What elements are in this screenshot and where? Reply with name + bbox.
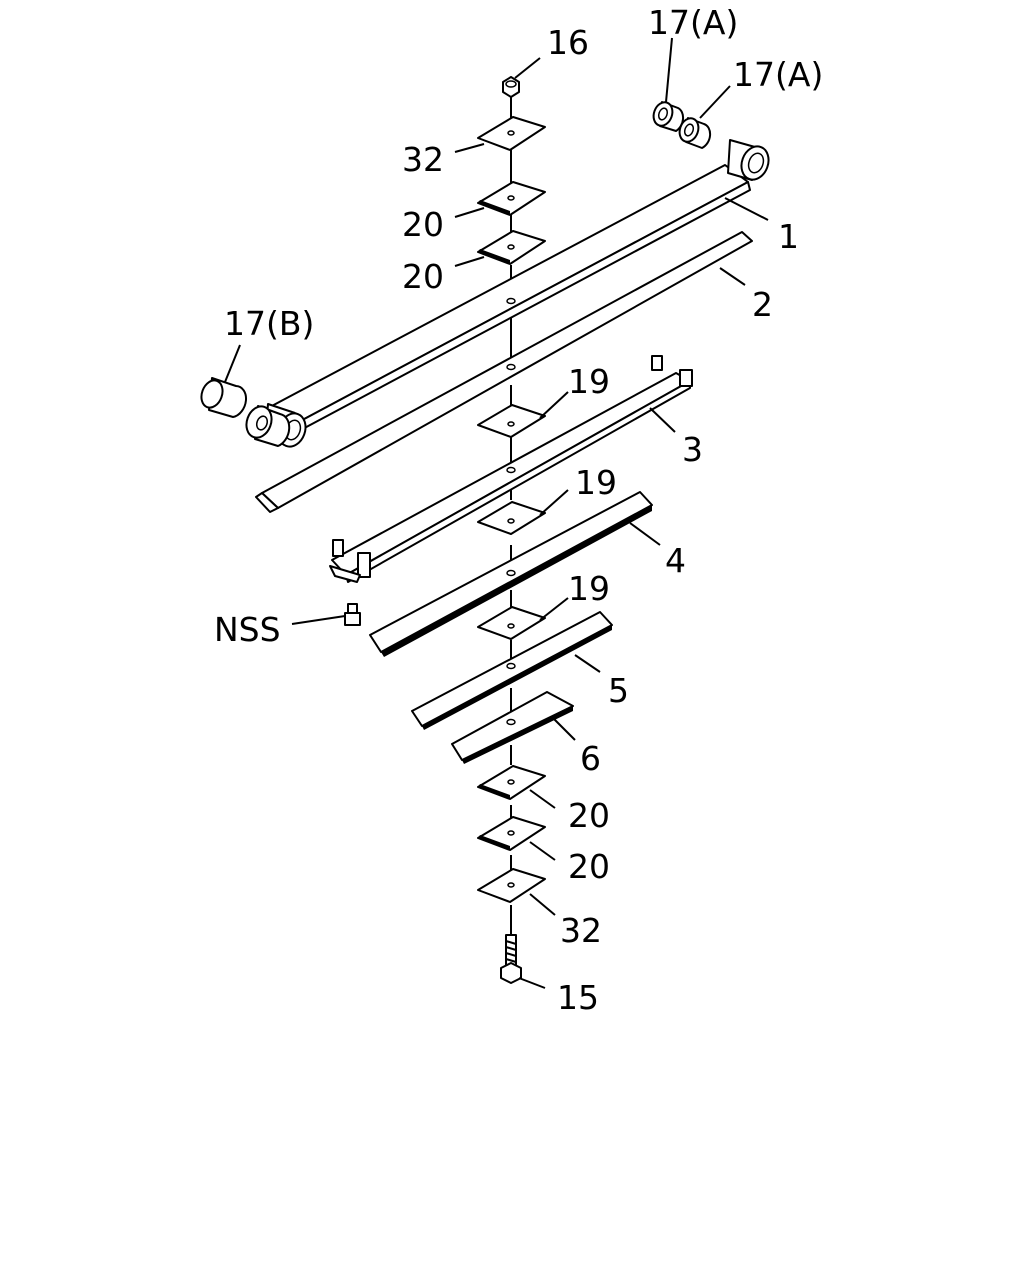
leaf-5[interactable] bbox=[411, 611, 613, 730]
plate-32-bottom[interactable] bbox=[477, 868, 546, 903]
plate-32-top[interactable] bbox=[477, 116, 546, 151]
label-17a-2: 17(A) bbox=[733, 55, 823, 94]
label-20-bottom-2: 20 bbox=[568, 847, 610, 886]
leaf-2[interactable] bbox=[255, 231, 753, 513]
label-2: 2 bbox=[752, 285, 773, 324]
bushing-17a-2[interactable] bbox=[676, 116, 712, 149]
label-17b: 17(B) bbox=[224, 304, 314, 343]
label-17a-1: 17(A) bbox=[648, 3, 738, 42]
label-3: 3 bbox=[682, 430, 703, 469]
pad-19-3[interactable] bbox=[477, 606, 546, 640]
label-19-1: 19 bbox=[568, 362, 610, 401]
bushing-17a-1[interactable] bbox=[650, 100, 685, 132]
plate-20-bottom-2[interactable] bbox=[477, 816, 546, 851]
label-20-top-1: 20 bbox=[402, 205, 444, 244]
center-bolt-icon[interactable] bbox=[500, 934, 522, 984]
plate-20-bottom-1[interactable] bbox=[477, 765, 546, 800]
label-1: 1 bbox=[778, 217, 799, 256]
label-6: 6 bbox=[580, 739, 601, 778]
label-32-bottom: 32 bbox=[560, 911, 602, 950]
leaf-3[interactable] bbox=[329, 355, 693, 583]
label-20-top-2: 20 bbox=[402, 257, 444, 296]
bushing-17b-2[interactable] bbox=[242, 403, 291, 447]
leader-lines bbox=[224, 37, 769, 989]
label-32-top: 32 bbox=[402, 140, 444, 179]
plate-20-top-1[interactable] bbox=[477, 181, 546, 216]
leaf-4[interactable] bbox=[369, 491, 653, 657]
bushing-icon bbox=[727, 139, 770, 181]
label-20-bottom-1: 20 bbox=[568, 796, 610, 835]
label-5: 5 bbox=[608, 671, 629, 710]
part-labels: 16 17(A) 17(A) 32 20 20 1 2 17(B) 19 3 1… bbox=[214, 3, 823, 1017]
leaf-6[interactable] bbox=[451, 691, 574, 764]
pad-19-1[interactable] bbox=[477, 404, 546, 438]
bushing-17b-1[interactable] bbox=[198, 377, 248, 418]
plate-20-top-2[interactable] bbox=[477, 230, 546, 265]
label-nss: NSS bbox=[214, 610, 281, 649]
label-16: 16 bbox=[547, 23, 589, 62]
label-15: 15 bbox=[557, 978, 599, 1017]
label-19-3: 19 bbox=[568, 569, 610, 608]
pad-19-2[interactable] bbox=[477, 501, 546, 535]
label-19-2: 19 bbox=[575, 463, 617, 502]
nss-bolt[interactable] bbox=[344, 603, 361, 626]
label-4: 4 bbox=[665, 541, 686, 580]
hex-nut-icon[interactable] bbox=[502, 76, 520, 98]
